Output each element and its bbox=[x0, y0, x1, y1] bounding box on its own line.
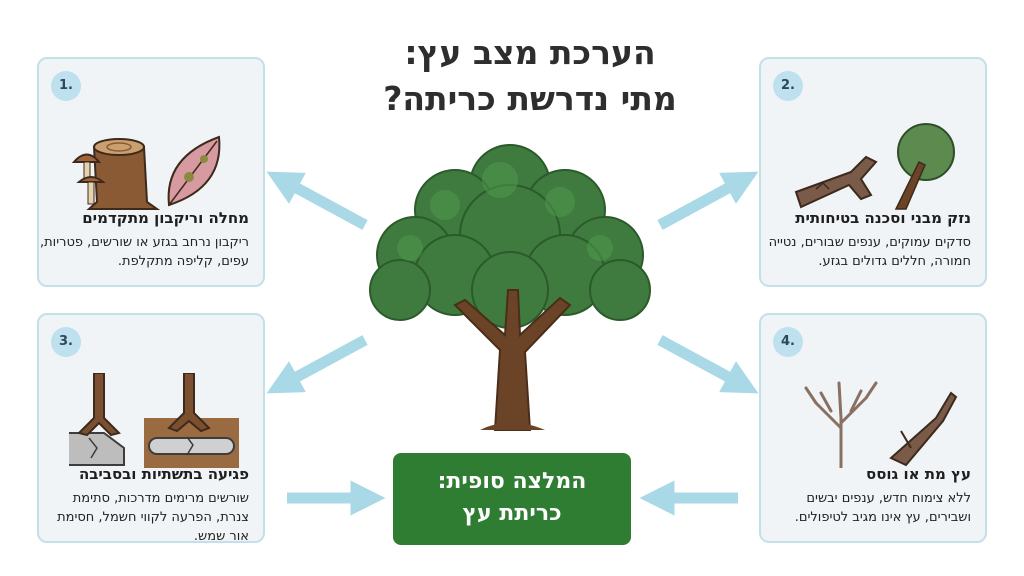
card-body: ללא צימוח חדש, ענפים יבשים ושבירים, עץ א… bbox=[794, 491, 971, 525]
broken-dry-branch-icon bbox=[889, 391, 958, 467]
roots-breaking-pipe-icon bbox=[144, 373, 239, 468]
card-1-illustration bbox=[71, 135, 221, 210]
card-title: עץ מת או גוסס bbox=[866, 465, 971, 483]
page-title: הערכת מצב עץ: מתי נדרשת כריתה? bbox=[330, 30, 730, 122]
leaning-tree-icon bbox=[894, 123, 955, 210]
card-title: נזק מבני וסכנה בטיחותית bbox=[795, 209, 971, 227]
arrow-to-card-3 bbox=[266, 335, 368, 394]
card-structural-damage: 2. נזק מבני וסכנה בטיחותית סדקים עמוקים,… bbox=[759, 57, 987, 287]
card-disease-decay: 1. מחלה וריקבון מתקדמים ריקבון נרחב בגזע… bbox=[37, 57, 265, 287]
card-2-illustration bbox=[794, 123, 955, 210]
central-tree-icon bbox=[369, 144, 651, 431]
card-body: סדקים עמוקים, ענפים שבורים, נטייה חמורה,… bbox=[768, 235, 971, 269]
card-body: שורשים מרימים מדרכות, סתימת צנרת, הפרעה … bbox=[57, 491, 249, 544]
arrow-to-card-1 bbox=[266, 171, 368, 230]
cracked-branch-icon bbox=[794, 155, 878, 209]
title-line-2: מתי נדרשת כריתה? bbox=[383, 79, 677, 118]
roots-cracking-pavement-icon bbox=[69, 373, 125, 466]
title-line-1: הערכת מצב עץ: bbox=[404, 33, 656, 72]
card-body: ריקבון נרחב בגזע או שורשים, פטריות, עפים… bbox=[39, 235, 249, 269]
diseased-leaf-icon bbox=[167, 135, 221, 207]
arrow-to-card-4 bbox=[657, 335, 759, 394]
card-3-illustration bbox=[69, 373, 239, 468]
tree-stump-mushroom-icon bbox=[71, 138, 161, 210]
card-number-badge: 3. bbox=[51, 327, 81, 357]
card-title: פגיעה בתשתיות ובסביבה bbox=[78, 465, 249, 483]
dead-tree-icon bbox=[804, 381, 878, 468]
recommendation-line-1: המלצה סופית: bbox=[437, 469, 587, 494]
card-title: מחלה וריקבון מתקדמים bbox=[82, 209, 249, 227]
card-4-illustration bbox=[804, 381, 958, 468]
arrow-to-card-2 bbox=[657, 171, 759, 230]
final-recommendation-box: המלצה סופית: כריתת עץ bbox=[393, 453, 631, 545]
card-number-badge: 4. bbox=[773, 327, 803, 357]
card-infrastructure-damage: 3. פגיעה בתשתיות ובסביבה שורשים מרימים מ… bbox=[37, 313, 265, 544]
card-number-badge: 2. bbox=[773, 71, 803, 101]
card-number-badge: 1. bbox=[51, 71, 81, 101]
card-dead-tree: 4. עץ מת או גוסס ללא צימוח חדש, ענפים יב… bbox=[759, 313, 987, 543]
recommendation-line-2: כריתת עץ bbox=[462, 501, 562, 526]
